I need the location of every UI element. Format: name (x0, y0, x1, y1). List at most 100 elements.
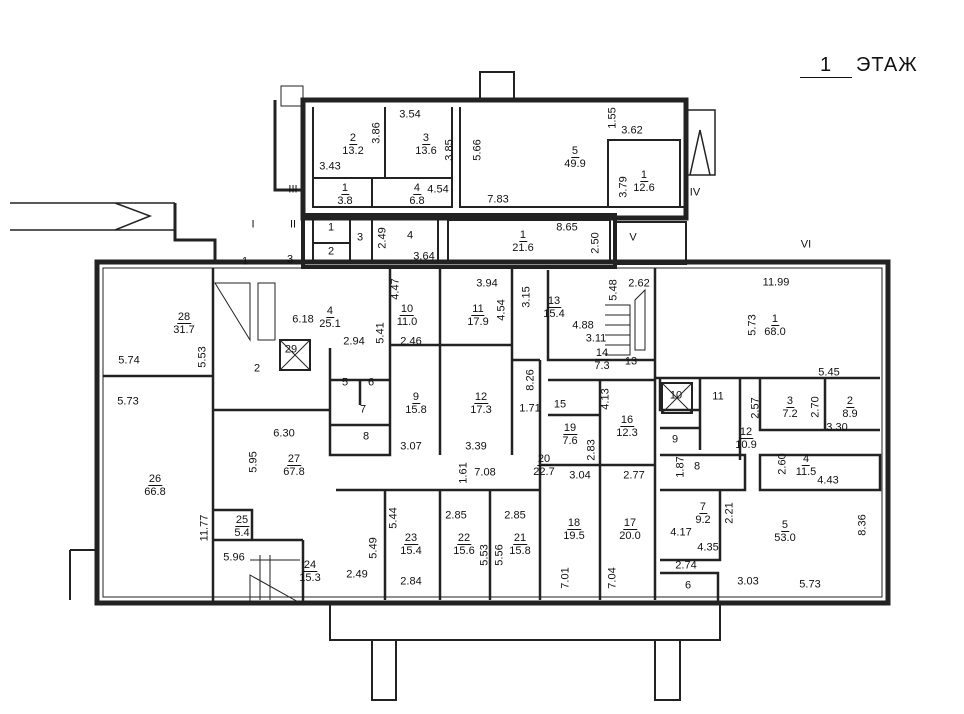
room-number-label: 2 (253, 362, 261, 375)
room-number: 9 (411, 391, 421, 404)
room-number: 1 (340, 182, 350, 195)
room-number: 22 (456, 532, 472, 545)
dimension-label: 3.62 (621, 124, 643, 137)
room-number-label: 6 (684, 579, 692, 592)
entrance-ramp (10, 202, 175, 231)
dimension-label: 2.50 (589, 232, 602, 254)
room-number-label: 8 (362, 430, 370, 443)
room-area: 7.6 (562, 435, 578, 447)
room-area: 25.1 (319, 318, 341, 330)
dimension-label: 5.73 (799, 578, 821, 591)
dimension-label: 5.96 (223, 551, 245, 564)
room-number: 5 (570, 145, 580, 158)
side-ramp (686, 109, 716, 176)
room-area: 9.2 (695, 514, 711, 526)
dimension-label: 3.03 (737, 575, 759, 588)
room-number-label: 5 (341, 376, 349, 389)
room-area: 15.6 (453, 545, 475, 557)
room-number-label: 3 (356, 231, 364, 244)
dimension-label: 3.11 (585, 332, 607, 345)
dimension-label: 3.43 (319, 160, 341, 173)
dimension-label: 1.87 (674, 456, 687, 478)
room-number: 7 (698, 501, 708, 514)
stair-icon (214, 282, 646, 604)
dimension-label: 2.84 (400, 575, 422, 588)
room-number-label: 29 (284, 343, 298, 356)
room-area: 13.2 (342, 145, 364, 157)
room-area: 15.4 (543, 308, 565, 320)
dimension-label: 2.46 (400, 335, 422, 348)
room-number: 1 (518, 229, 528, 242)
room-number: 4 (325, 305, 335, 318)
dimension-label: 1.55 (606, 107, 619, 129)
dimension-label: 3.85 (443, 139, 456, 161)
dimension-label: 4.13 (599, 388, 612, 410)
room-area: 15.8 (405, 404, 427, 416)
room-area: 3.8 (337, 195, 353, 207)
dimension-label: 5.41 (374, 322, 387, 344)
dimension-label: 8.65 (556, 221, 578, 234)
room-number: 14 (594, 347, 610, 360)
room-area: 17.3 (470, 404, 492, 416)
dimension-label: 5.73 (117, 395, 139, 408)
room-number-label: 11 (712, 390, 724, 403)
room-area: 31.7 (173, 324, 195, 336)
elevator-shaft (279, 339, 311, 371)
room-number: 21 (512, 532, 528, 545)
dimension-label: 4.47 (389, 278, 402, 300)
elevator-icon (279, 339, 311, 371)
room-number: 27 (286, 453, 302, 466)
dimension-label: 5.95 (247, 451, 260, 473)
room-area: 13.6 (415, 145, 437, 157)
dimension-label: 3.15 (520, 286, 533, 308)
room-number: 3 (421, 132, 431, 145)
room-number: 23 (403, 532, 419, 545)
room-number-label: 7 (359, 403, 367, 416)
entrance-label: III (288, 183, 298, 196)
room-number: 20 (536, 453, 552, 466)
dimension-label: 2.57 (749, 397, 762, 419)
room-number: 5 (780, 519, 790, 532)
room-area: 68.0 (764, 326, 786, 338)
dimension-label: 2.70 (809, 396, 822, 418)
floor-word: ЭТАЖ (856, 54, 918, 76)
dimension-label: 6.18 (292, 313, 314, 326)
floor-number: 1 (800, 54, 852, 78)
dimension-label: 3.30 (826, 421, 848, 434)
room-area: 11.0 (396, 316, 418, 328)
dimension-label: 3.79 (617, 176, 630, 198)
room-number: 3 (785, 395, 795, 408)
dimension-label: 3.86 (370, 122, 383, 144)
room-number: 4 (412, 182, 422, 195)
dimension-label: 3.07 (400, 440, 422, 453)
room-area: 15.3 (299, 572, 321, 584)
elevator-shaft (661, 382, 693, 414)
dimension-label: 2.60 (776, 453, 789, 475)
room-area: 49.9 (564, 158, 586, 170)
room-area: 5.4 (234, 527, 250, 539)
dimension-label: 7.08 (474, 466, 496, 479)
dimension-label: 3.64 (413, 250, 435, 263)
entrance-label: I (251, 218, 255, 231)
dimension-label: 11.77 (198, 514, 211, 542)
room-area: 15.4 (400, 545, 422, 557)
dimension-label: 7.01 (559, 567, 572, 589)
dimension-label: 3.54 (399, 108, 421, 121)
room-number: 25 (234, 514, 250, 527)
entrance-label: V (629, 231, 637, 244)
dimension-label: 3.04 (569, 469, 591, 482)
dimension-label: 2.62 (628, 277, 650, 290)
